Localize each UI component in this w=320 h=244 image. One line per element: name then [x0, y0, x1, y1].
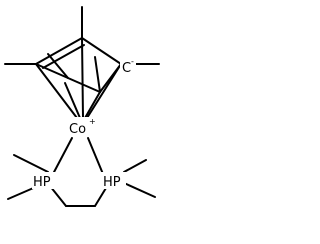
cobalt-label: Co [69, 122, 86, 137]
coordination-bond-1 [81, 37, 84, 119]
coordination-bond-3 [86, 63, 122, 119]
ring-double-bond-inner [42, 44, 85, 69]
ring-bond-top-left [35, 37, 83, 65]
ring-bond-top-right [81, 37, 122, 65]
phosphorus-right-label: HP [103, 175, 121, 190]
methyl-back [47, 53, 69, 79]
coordination-bond-2 [35, 63, 78, 119]
methyl-groups [4, 6, 160, 93]
bisphosphine-ligand [7, 137, 156, 207]
coordination-bond-4 [84, 91, 101, 119]
p-right-methyl-lower [123, 182, 156, 198]
ethylene-bond-right [94, 187, 107, 207]
cobalt-charge: + [89, 117, 96, 126]
carbanion-charge: - [131, 57, 134, 66]
co-p-bond-right [87, 137, 104, 175]
methyl-front [94, 56, 101, 93]
carbanion-label: C [122, 61, 131, 76]
ethylene-bond-left [49, 185, 67, 207]
coordination-bonds [35, 37, 122, 119]
p-left-methyl-upper [13, 154, 49, 173]
co-p-bond-left [52, 137, 73, 175]
coordination-bond-5 [64, 82, 81, 119]
structure-diagram: C - Co + HP HP [4, 6, 160, 207]
phosphorus-left-label: HP [33, 175, 51, 190]
p-right-methyl-upper [123, 159, 147, 173]
